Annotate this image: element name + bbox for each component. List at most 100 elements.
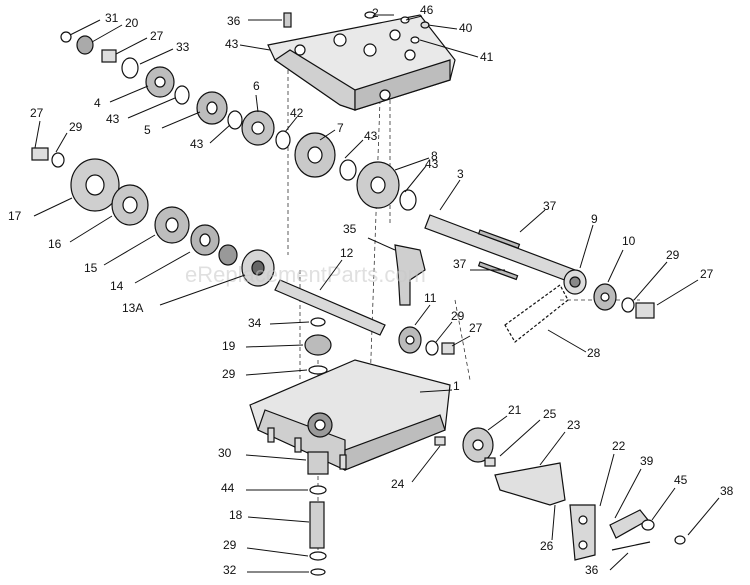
callout-leader <box>55 132 68 153</box>
callout-leader <box>579 224 594 269</box>
part-27-right <box>635 302 655 319</box>
callout-leader <box>614 468 642 519</box>
sprocket-10 <box>593 283 617 311</box>
callout-label-13a: 13A <box>122 301 143 315</box>
callout-leader <box>427 24 458 30</box>
callout-leader <box>33 197 73 217</box>
callout-leader <box>344 139 364 159</box>
callout-leader <box>69 215 113 243</box>
disc-21 <box>462 427 494 463</box>
callout-leader <box>69 19 101 36</box>
callout-label-37: 37 <box>543 199 557 213</box>
callout-label-20: 20 <box>125 16 139 30</box>
part-20 <box>76 35 94 55</box>
callout-label-29: 29 <box>666 248 680 262</box>
gear-17 <box>70 158 120 212</box>
callout-leader <box>367 237 396 251</box>
callout-label-5: 5 <box>144 123 151 137</box>
callout-leader <box>239 44 271 51</box>
callout-leader <box>159 274 246 306</box>
callout-label-43: 43 <box>225 37 239 51</box>
callout-label-41: 41 <box>480 50 494 64</box>
callout-label-7: 7 <box>337 121 344 135</box>
part-24-a <box>434 436 446 446</box>
callout-label-1: 1 <box>453 379 460 393</box>
callout-label-26: 26 <box>540 539 554 553</box>
callout-label-11: 11 <box>424 291 437 305</box>
part-27-left <box>31 147 49 161</box>
part-45 <box>641 519 655 531</box>
part-29-right <box>621 297 635 313</box>
callout-leader <box>34 120 41 149</box>
callout-label-40: 40 <box>459 21 473 35</box>
callout-label-12: 12 <box>340 246 354 260</box>
part-29-mid <box>425 340 439 356</box>
callout-leader <box>499 419 541 457</box>
callout-leader <box>247 516 310 523</box>
callout-leader <box>404 165 427 193</box>
gear-8 <box>356 161 400 209</box>
washer-43-e <box>399 189 417 211</box>
callout-label-30: 30 <box>218 446 232 460</box>
callout-leader <box>284 116 298 133</box>
plate-23 <box>494 462 566 506</box>
callout-label-9: 9 <box>591 212 598 226</box>
callout-leader <box>656 279 699 306</box>
gear-13a-hub <box>218 244 238 266</box>
callout-label-6: 6 <box>253 79 260 93</box>
key-37-b <box>477 261 519 281</box>
washer-43-a <box>174 85 190 105</box>
callout-label-35: 35 <box>343 222 357 236</box>
callout-label-29: 29 <box>223 538 237 552</box>
shift-fork-35 <box>394 244 426 306</box>
callout-leader <box>109 85 149 103</box>
washer-43-b <box>227 110 243 130</box>
callout-label-34: 34 <box>248 316 262 330</box>
gear-5 <box>196 91 228 125</box>
callout-leader <box>394 157 430 171</box>
bolt-36-top <box>283 12 292 28</box>
washer-44 <box>309 485 327 495</box>
callout-label-28: 28 <box>587 346 601 360</box>
callout-leader <box>439 179 461 211</box>
callout-leader <box>134 251 191 284</box>
part-42 <box>410 36 420 44</box>
gear-14 <box>190 224 220 256</box>
callout-leader <box>245 344 304 348</box>
callout-label-8: 8 <box>431 149 438 163</box>
callout-label-27: 27 <box>469 321 483 335</box>
part-40 <box>400 16 410 24</box>
callout-leader <box>435 321 453 343</box>
part-31 <box>60 31 72 43</box>
washer-43-c <box>275 130 291 150</box>
callout-leader <box>103 234 156 266</box>
callout-leader <box>91 24 123 43</box>
part-41 <box>420 21 430 29</box>
gear-13a <box>241 249 275 287</box>
callout-label-4: 4 <box>94 96 101 110</box>
callout-label-36: 36 <box>227 14 241 28</box>
lower-housing <box>249 359 451 471</box>
callout-label-15: 15 <box>84 261 98 275</box>
callout-leader <box>487 415 508 431</box>
callout-label-45: 45 <box>674 473 688 487</box>
callout-leader <box>127 97 176 119</box>
upper-housing-cover <box>267 14 456 111</box>
part-27-mid <box>441 342 455 355</box>
shaft-18 <box>309 501 325 549</box>
callout-label-24: 24 <box>391 477 405 491</box>
callout-label-27: 27 <box>700 267 714 281</box>
part-24-b <box>484 457 496 467</box>
callout-label-43: 43 <box>190 137 204 151</box>
callout-leader <box>547 329 587 353</box>
bevel-gear-19 <box>304 334 332 356</box>
callout-leader <box>255 94 259 113</box>
callout-label-43: 43 <box>106 112 120 126</box>
callout-leader <box>269 321 310 325</box>
key-37-a <box>477 229 521 249</box>
callout-leader <box>607 249 624 283</box>
washer-29-bottom <box>309 551 327 561</box>
callout-label-19: 19 <box>222 339 236 353</box>
callout-label-43: 43 <box>425 157 439 171</box>
